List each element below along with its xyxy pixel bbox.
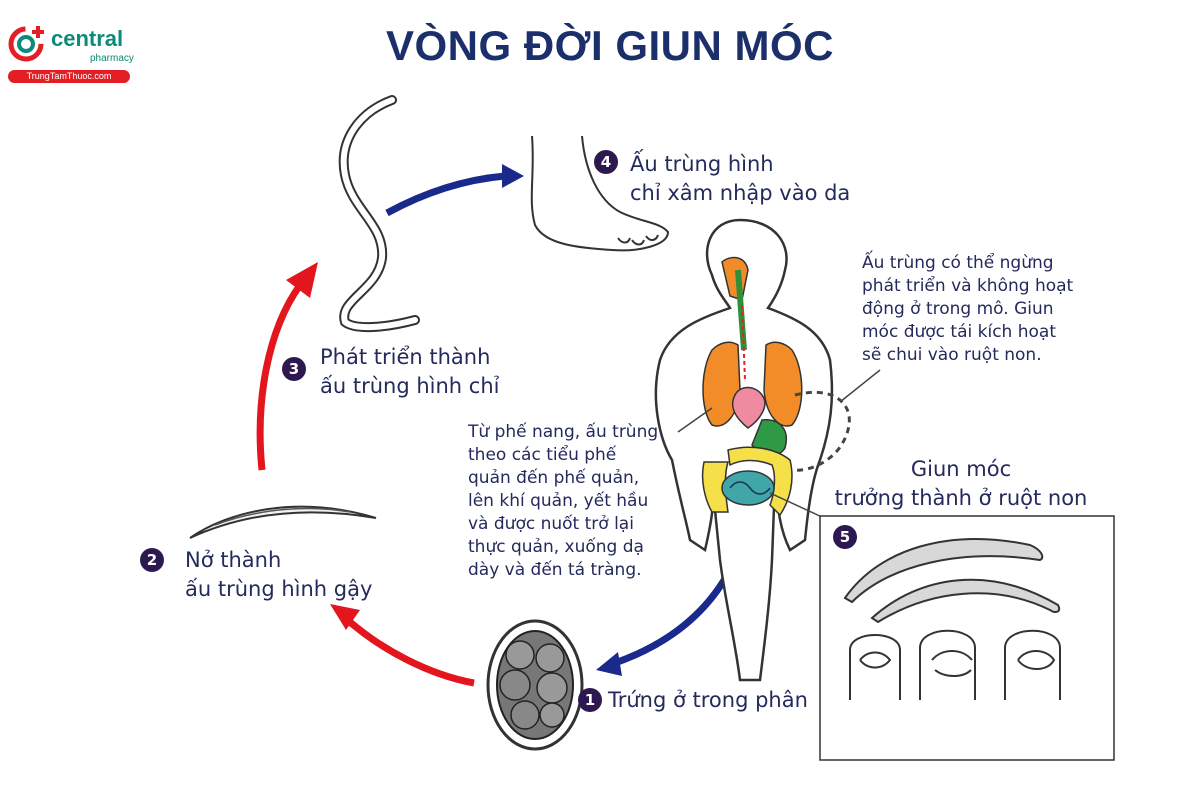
human-body-illustration <box>654 218 834 682</box>
logo-subtitle: pharmacy <box>90 53 134 64</box>
step-5-line-2: trưởng thành ở ruột non <box>834 486 1088 510</box>
dormant-tissue-callout <box>792 390 851 472</box>
step-4-line-2: chỉ xâm nhập vào da <box>630 181 851 205</box>
dormant-note-line-1: Ấu trùng có thể ngừng <box>862 253 1054 273</box>
step-3-line-1: Phát triển thành <box>320 345 491 369</box>
lung-note-line-3: quản đến phế quản, <box>468 468 640 488</box>
logo-tagline: TrungTamThuoc.com <box>8 70 130 83</box>
dormant-callout-line <box>839 369 881 403</box>
arrow-filariform-to-skin-head <box>502 164 524 188</box>
lung-note-line-2: theo các tiểu phế <box>468 445 617 465</box>
adult-worms-illustration <box>843 538 1061 624</box>
adult-panel-connector <box>769 492 823 518</box>
step-4-badge: 4 <box>594 150 618 174</box>
dormant-note-line-5: sẽ chui vào ruột non. <box>862 345 1042 365</box>
logo-mark-icon <box>8 26 44 62</box>
page-title: VÒNG ĐỜI GIUN MÓC <box>385 22 834 69</box>
arrow-egg-to-larva-head <box>330 604 360 630</box>
step-5-badge: 5 <box>833 525 857 549</box>
logo-name: central <box>51 26 124 51</box>
lung-note-line-1: Từ phế nang, ấu trùng <box>468 422 659 442</box>
step-1-badge: 1 <box>578 688 602 712</box>
arrow-egg-to-larva <box>339 612 475 687</box>
lung-note-line-4: lên khí quản, yết hầu <box>468 491 649 511</box>
lung-note-line-5: và được nuốt trở lại <box>468 514 634 534</box>
mouthparts-illustration <box>849 629 1061 700</box>
lung-note-line-7: dày và đến tá tràng. <box>468 560 642 580</box>
step-4-label: Ấu trùng hình chỉ xâm nhập vào da <box>630 150 850 208</box>
filariform-larva-illustration <box>338 95 420 333</box>
step-3-badge: 3 <box>282 357 306 381</box>
step-2-label: Nở thành ấu trùng hình gậy <box>185 546 372 604</box>
lung-migration-note: Từ phế nang, ấu trùng theo các tiểu phế … <box>468 421 658 582</box>
step-5-label: Giun móc trưởng thành ở ruột non <box>826 455 1096 513</box>
egg-illustration <box>486 619 584 751</box>
step-2-line-1: Nở thành <box>185 548 282 572</box>
lung-note-line-6: thực quản, xuống dạ <box>468 537 644 557</box>
step-4-line-1: Ấu trùng hình <box>630 152 774 176</box>
rhabditiform-larva-illustration <box>189 505 377 539</box>
dormant-note-line-4: móc được tái kích hoạt <box>862 322 1056 342</box>
arrow-body-to-egg-head <box>596 652 622 676</box>
step-3-line-2: ấu trùng hình chỉ <box>320 374 500 398</box>
arrow-larva-to-filariform-head <box>286 262 318 298</box>
brand-logo: central pharmacy TrungTamThuoc.com <box>6 22 134 84</box>
dormant-note-line-3: động ở trong mô. Giun <box>862 299 1054 319</box>
dormant-note-line-2: phát triển và không hoạt <box>862 276 1074 296</box>
dormant-larva-note: Ấu trùng có thể ngừng phát triển và khôn… <box>862 252 1073 367</box>
step-5-line-1: Giun móc <box>910 457 1012 481</box>
step-2-badge: 2 <box>140 548 164 572</box>
lung-note-connector <box>677 407 713 433</box>
step-1-label: Trứng ở trong phân <box>608 686 808 715</box>
foot-illustration <box>530 135 670 252</box>
step-2-line-2: ấu trùng hình gậy <box>185 577 373 601</box>
step-3-label: Phát triển thành ấu trùng hình chỉ <box>320 343 499 401</box>
arrow-larva-to-filariform <box>256 282 303 471</box>
arrow-filariform-to-skin <box>385 172 506 217</box>
step-1-line-1: Trứng ở trong phân <box>608 688 808 712</box>
